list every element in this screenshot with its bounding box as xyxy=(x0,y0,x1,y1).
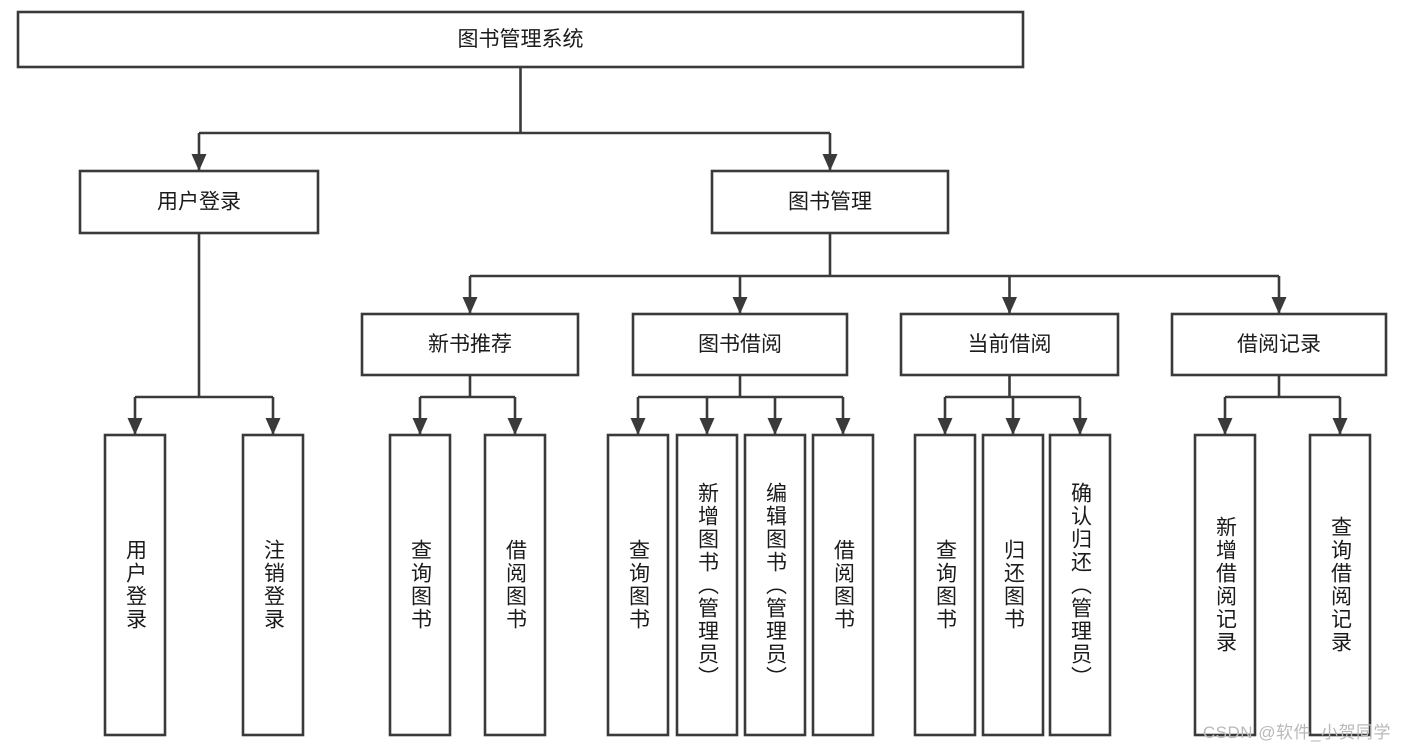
node-label-book-borrow: 图书借阅 xyxy=(698,333,782,356)
node-box-leaf-return-book[interactable] xyxy=(981,433,1045,737)
node-box-leaf-query-book-2[interactable] xyxy=(606,433,670,737)
node-box-new-book-rec[interactable] xyxy=(360,312,580,377)
node-box-borrow-record[interactable] xyxy=(1170,312,1388,377)
node-box-leaf-logout[interactable] xyxy=(241,433,305,737)
node-label-user-login: 用户登录 xyxy=(157,191,241,214)
arrowhead-user-login xyxy=(191,154,207,171)
node-label-new-book-rec: 新书推荐 xyxy=(428,333,512,356)
arrowhead-book-mgmt xyxy=(822,154,838,171)
arrowhead-new-book-rec xyxy=(462,297,478,314)
node-box-leaf-edit-book[interactable] xyxy=(743,433,807,737)
node-box-leaf-query-record[interactable] xyxy=(1308,433,1372,737)
node-label-book-mgmt: 图书管理 xyxy=(788,191,872,214)
arrowhead-leaf-confirm-return xyxy=(1072,418,1088,435)
node-box-book-borrow[interactable] xyxy=(631,312,849,377)
node-box-leaf-add-book[interactable] xyxy=(675,433,739,737)
arrowhead-leaf-logout xyxy=(265,418,281,435)
arrowhead-book-borrow xyxy=(732,297,748,314)
node-box-leaf-query-book-1[interactable] xyxy=(388,433,452,737)
node-box-leaf-user-login[interactable] xyxy=(103,433,167,737)
arrowhead-leaf-edit-book xyxy=(767,418,783,435)
arrowhead-leaf-query-record xyxy=(1332,418,1348,435)
connectors-layer xyxy=(127,67,1348,435)
node-box-user-login[interactable] xyxy=(78,169,320,235)
arrowhead-leaf-query-book-2 xyxy=(630,418,646,435)
node-box-leaf-add-record[interactable] xyxy=(1193,433,1257,737)
node-box-leaf-borrow-book-2[interactable] xyxy=(811,433,875,737)
node-box-leaf-borrow-book-1[interactable] xyxy=(483,433,547,737)
arrowhead-leaf-add-record xyxy=(1217,418,1233,435)
node-box-current-borrow[interactable] xyxy=(899,312,1120,377)
node-label-current-borrow: 当前借阅 xyxy=(968,333,1052,356)
arrowhead-borrow-record xyxy=(1271,297,1287,314)
node-box-leaf-confirm-return[interactable] xyxy=(1048,433,1112,737)
node-box-leaf-query-book-3[interactable] xyxy=(913,433,977,737)
arrowhead-leaf-user-login xyxy=(127,418,143,435)
arrowhead-leaf-query-book-3 xyxy=(937,418,953,435)
arrowhead-leaf-borrow-book-2 xyxy=(835,418,851,435)
watermark-text: CSDN @软件_小贺同学 xyxy=(1202,723,1391,742)
arrowhead-leaf-borrow-book-1 xyxy=(507,418,523,435)
arrowhead-leaf-add-book xyxy=(699,418,715,435)
node-boxes-layer xyxy=(16,10,1388,737)
arrowhead-leaf-query-book-1 xyxy=(412,418,428,435)
node-box-root[interactable] xyxy=(16,10,1025,69)
node-label-borrow-record: 借阅记录 xyxy=(1237,333,1321,356)
node-label-root: 图书管理系统 xyxy=(458,28,584,51)
arrowhead-leaf-return-book xyxy=(1005,418,1021,435)
arrowhead-current-borrow xyxy=(1002,297,1017,314)
node-box-book-mgmt[interactable] xyxy=(710,169,950,235)
